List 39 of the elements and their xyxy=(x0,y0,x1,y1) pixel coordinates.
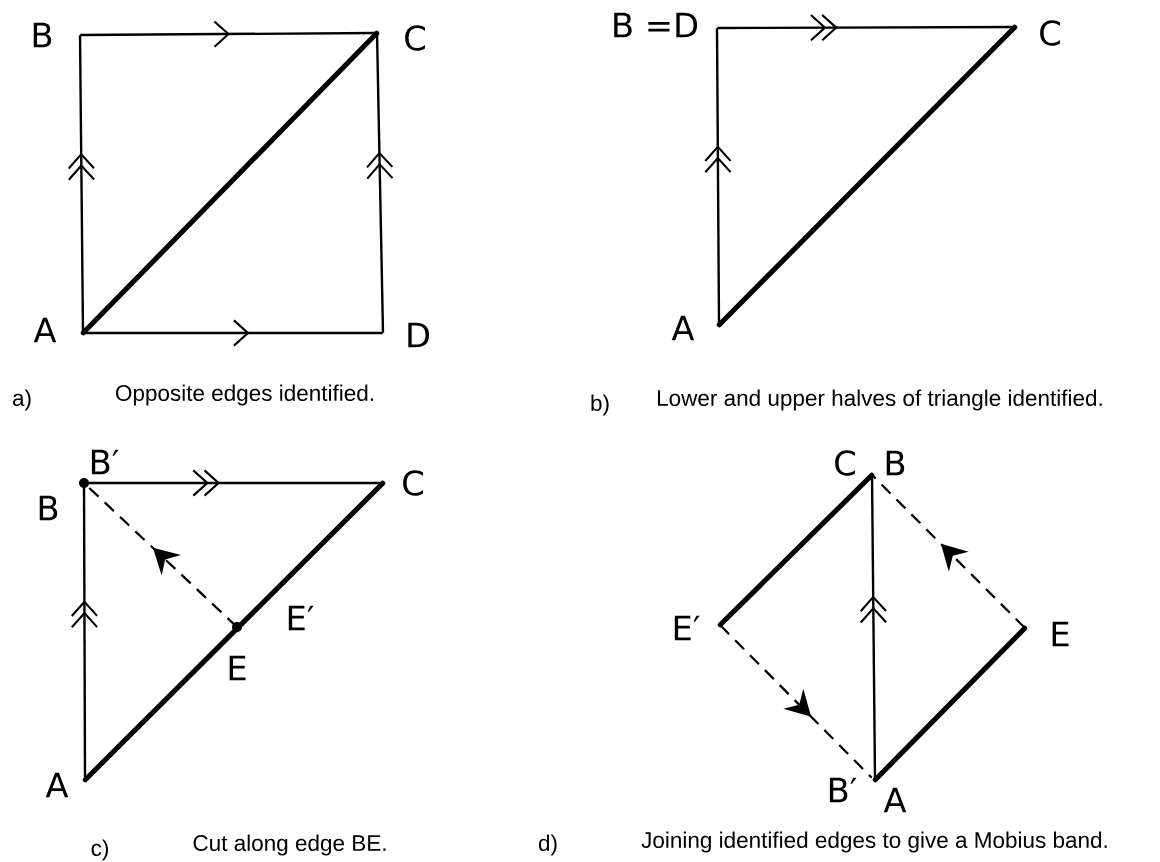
vertex-label: B xyxy=(33,22,52,48)
edge-arrow xyxy=(67,35,96,333)
vertex-label: A xyxy=(45,772,69,798)
edge-arrow xyxy=(717,13,1015,42)
edge-arrow xyxy=(704,28,732,325)
vertex-label: C xyxy=(835,450,855,476)
vertex-label: B′ xyxy=(829,777,857,803)
thick-edge xyxy=(80,30,380,336)
thick-edge xyxy=(716,24,1018,328)
caption: b) xyxy=(591,394,609,416)
caption: Opposite edges identified. xyxy=(116,384,373,406)
vertex-label: C xyxy=(403,470,423,496)
caption: Cut along edge BE. xyxy=(193,834,386,856)
vertex-label: E′ xyxy=(288,605,314,631)
caption: Joining identified edges to give a Mobius band. xyxy=(641,831,1107,853)
dashed-arrow xyxy=(719,624,873,779)
vertex-label: C xyxy=(405,25,425,51)
dashed-arrow xyxy=(871,474,1026,629)
thick-edge xyxy=(717,472,875,628)
vertex-label: C xyxy=(1040,20,1060,46)
edge-arrow xyxy=(859,475,888,780)
edge-arrow xyxy=(365,33,394,333)
vertex-label: D xyxy=(408,322,429,348)
vertex-label: A xyxy=(671,315,695,341)
caption: Lower and upper halves of triangle identified. xyxy=(657,389,1102,411)
vertex-label: A xyxy=(883,787,907,813)
vertex-label: E′ xyxy=(674,615,700,641)
vertex-label: B′ xyxy=(91,449,119,475)
vertex-label: B xyxy=(39,495,58,521)
thick-edge xyxy=(872,625,1028,783)
vertex-label: E xyxy=(229,655,246,681)
thick-edge xyxy=(82,480,386,783)
caption: c) xyxy=(91,839,108,861)
vertex-label: B =D xyxy=(614,12,698,38)
vertex-label: A xyxy=(33,317,57,343)
vertex-label: B xyxy=(886,450,905,476)
caption: a) xyxy=(12,389,31,411)
vertex-label: E xyxy=(1052,621,1069,647)
caption: d) xyxy=(538,834,557,856)
